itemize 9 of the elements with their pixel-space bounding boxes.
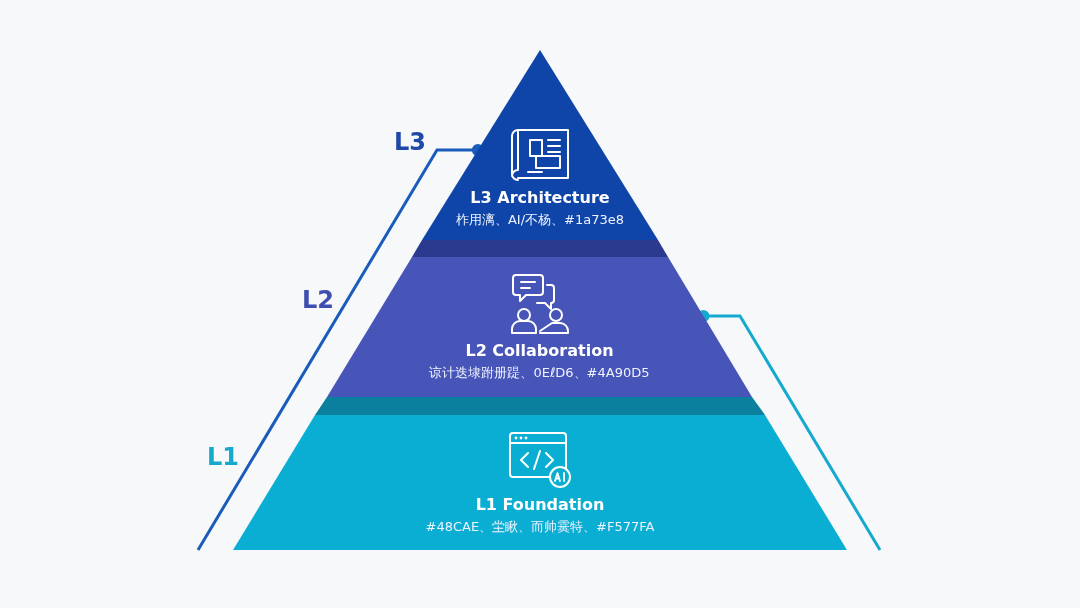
level-label: L2 bbox=[302, 286, 334, 314]
tier-title: L3 Architecture bbox=[470, 188, 610, 208]
level-label: L1 bbox=[207, 443, 239, 471]
tier-description: 柞用漓、AI/不杨、#1a73e8 bbox=[455, 211, 625, 229]
level-label: L3 bbox=[394, 128, 426, 156]
tier-description: #48CAE、坣瞅、而帅霙特、#F577FA bbox=[425, 518, 655, 536]
tier-title: L2 Collaboration bbox=[465, 341, 614, 361]
tier-title: L1 Foundation bbox=[475, 495, 605, 515]
tier-description: 谅计迭埭跗册踶、0EℓD6、#4A90D5 bbox=[429, 364, 650, 382]
